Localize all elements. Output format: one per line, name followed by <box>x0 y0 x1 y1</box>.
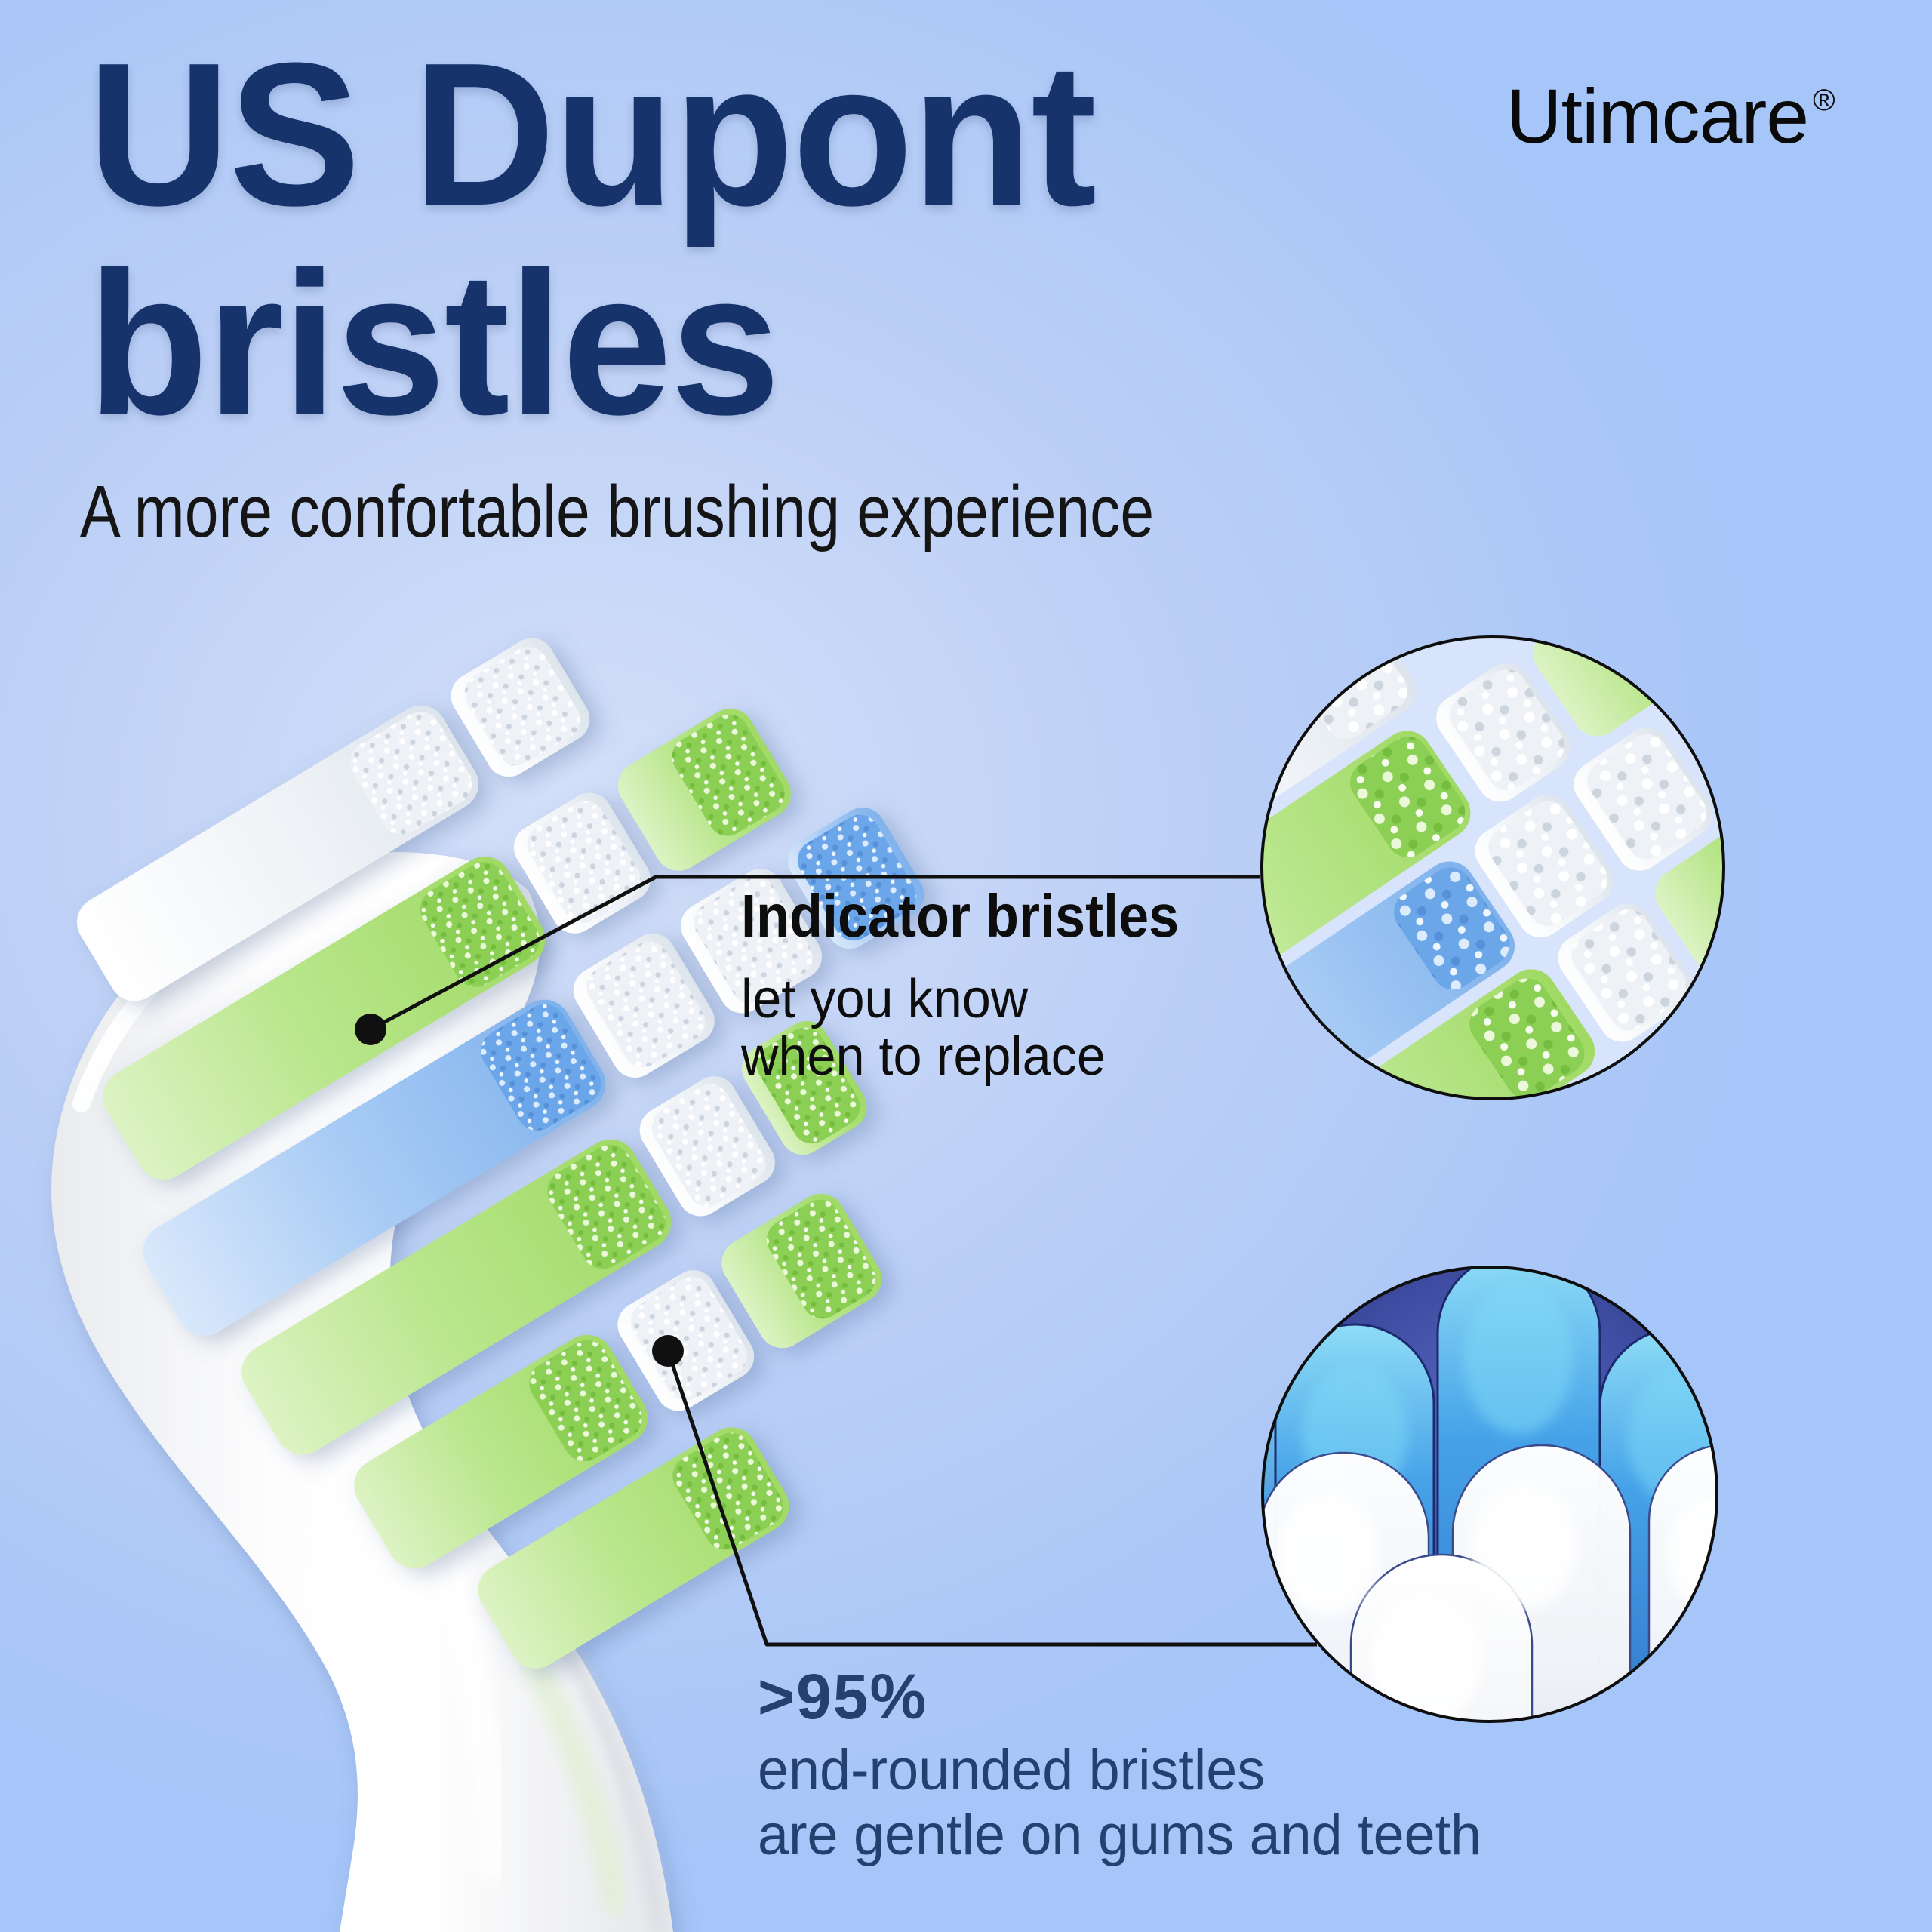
handle-green-reflection <box>515 1640 629 1915</box>
rounded-callout-line <box>652 1335 1317 1647</box>
indicator-bristles-callout: Indicator bristles let you know when to … <box>741 881 1228 1085</box>
bristle-row-green-2 <box>242 1021 867 1455</box>
rounded-callout-line1: end-rounded bristles <box>758 1738 1266 1802</box>
title-line-1: US Dupont <box>88 21 1097 248</box>
indicator-callout-dot <box>355 1014 386 1045</box>
bristle-macro-top-circle <box>1260 635 1725 1100</box>
indicator-callout-line1: let you know <box>741 969 1029 1029</box>
title-line-2: bristles <box>88 230 780 457</box>
brand-name: Utimcare <box>1506 73 1809 159</box>
bristle-row-white-top <box>77 638 590 1001</box>
indicator-callout-line2: when to replace <box>741 1026 1106 1087</box>
rounded-bristles-callout: >95% end-rounded bristles are gentle on … <box>758 1660 1504 1868</box>
indicator-callout-heading: Indicator bristles <box>741 882 1180 949</box>
bristle-row-green-4 <box>478 1427 789 1669</box>
bristle-row-green-3 <box>354 1193 882 1569</box>
page-title: US Dupont bristles <box>88 21 1097 457</box>
rounded-callout-dot <box>652 1335 684 1367</box>
rounded-callout-stat: >95% <box>758 1661 928 1732</box>
bristle-row-blue <box>143 808 924 1336</box>
registered-trademark: ® <box>1813 84 1835 117</box>
brand-logo: Utimcare® <box>1506 72 1835 161</box>
bristle-rows <box>77 638 924 1669</box>
subtitle: A more confortable brushing experience <box>80 470 1155 552</box>
indicator-callout-line <box>355 875 1260 1045</box>
rounded-callout-line2: are gentle on gums and teeth <box>758 1803 1482 1867</box>
